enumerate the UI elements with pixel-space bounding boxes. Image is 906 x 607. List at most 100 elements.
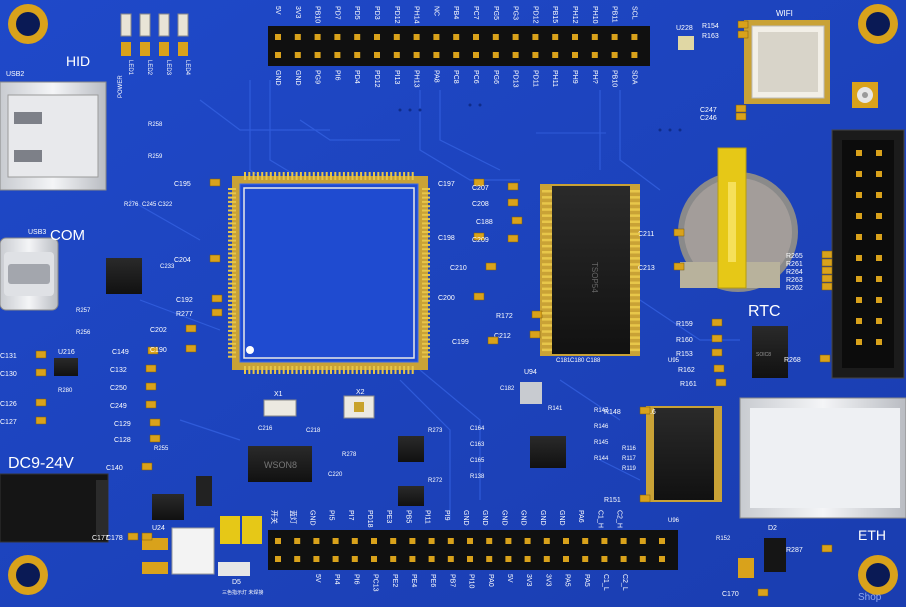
component-label: C190 — [150, 347, 167, 354]
resistor — [159, 42, 169, 56]
passive-pad — [821, 282, 833, 291]
header-pin — [447, 556, 454, 562]
component-label: C182 — [500, 386, 515, 392]
eth-transformer — [646, 406, 722, 502]
header-label: PE2 — [391, 574, 398, 587]
u228-label: U228 — [676, 25, 693, 32]
header-label: PA0 — [487, 574, 494, 587]
passive-pad — [821, 250, 833, 259]
antenna-connector — [852, 82, 878, 108]
component-label: R255 — [154, 446, 169, 452]
passive-pad — [639, 406, 651, 415]
crystals — [263, 395, 375, 419]
header-label: PD7 — [333, 6, 340, 20]
header-pin — [275, 556, 281, 562]
header-pin — [332, 556, 339, 562]
component-label: R119 — [622, 466, 637, 472]
header-label: PG9 — [314, 70, 321, 84]
l6-label: L6 — [648, 409, 656, 416]
wifi-label: WIFI — [776, 9, 793, 18]
bottom-pin-header — [268, 530, 678, 570]
component-label: R152 — [716, 536, 731, 542]
header-label: PD3 — [373, 6, 380, 20]
header-pin — [447, 538, 454, 544]
header-label: PB7 — [448, 574, 455, 587]
header-pin — [351, 556, 358, 562]
box-header-pin — [856, 171, 862, 177]
component-label: C127 — [0, 419, 17, 426]
component-label: R264 — [786, 269, 803, 276]
component-label: C249 — [110, 403, 127, 410]
component-label: R276 — [124, 202, 139, 208]
box-header-pin — [856, 213, 862, 219]
header-pin — [275, 52, 281, 58]
dc-label: DC9-24V — [8, 455, 74, 472]
tsop-label: TSOP54 — [590, 262, 599, 293]
header-pin — [351, 538, 358, 544]
header-pin — [393, 34, 400, 40]
component-label: C213 — [638, 265, 655, 272]
header-label: PH14 — [413, 6, 420, 24]
eth-label: ETH — [858, 527, 886, 543]
component-label: C132 — [110, 367, 127, 374]
header-pin — [582, 538, 589, 544]
via-clusters — [398, 103, 682, 146]
passive-pad — [715, 378, 727, 387]
header-pin — [413, 34, 420, 40]
passive-pad — [713, 364, 725, 373]
passive-pad — [821, 544, 833, 553]
header-pin — [572, 52, 578, 58]
passive-pad — [485, 262, 497, 271]
component-label: R273 — [428, 428, 443, 434]
passive-pad — [145, 364, 157, 373]
header-label: GND — [294, 70, 301, 86]
header-label: PB15 — [551, 6, 558, 23]
header-pin — [294, 34, 301, 40]
component-label: C131 — [0, 353, 17, 360]
component-label: C208 — [472, 201, 489, 208]
header-pin — [492, 52, 499, 58]
header-label: PB10 — [314, 6, 321, 23]
header-label: PH9 — [571, 70, 578, 84]
box-header-pin — [856, 255, 862, 261]
header-pin — [390, 556, 397, 562]
passive-pad — [673, 262, 685, 271]
passive-pad — [735, 104, 747, 113]
header-label: PI9 — [443, 510, 450, 521]
header-pin — [314, 34, 321, 40]
component-label: R147 — [594, 408, 609, 414]
power-label: POWER — [118, 75, 124, 98]
header-pin — [371, 538, 377, 544]
header-pin — [659, 538, 665, 544]
component-label: C180 — [570, 358, 585, 364]
passive-pad — [149, 418, 161, 427]
header-label: PB10 — [611, 70, 618, 87]
box-header-pin — [876, 276, 882, 282]
component-label: U95 — [668, 358, 680, 364]
component-label: C195 — [174, 181, 191, 188]
component-label: R144 — [594, 456, 609, 462]
ethernet-jack — [739, 397, 906, 519]
box-header-pin — [856, 318, 862, 324]
component-label: R268 — [784, 357, 801, 364]
header-pin — [620, 556, 627, 562]
header-pin — [532, 52, 539, 58]
component-label: R159 — [676, 321, 693, 328]
header-label: PG6 — [492, 70, 499, 84]
header-label: PH12 — [571, 6, 578, 24]
header-pin — [374, 34, 380, 40]
passive-pad — [821, 266, 833, 275]
component-label: R146 — [594, 424, 609, 430]
header-label: PC7 — [472, 6, 479, 20]
passive-pad — [737, 30, 749, 39]
component-label: C188 — [586, 358, 601, 364]
passive-pad — [145, 400, 157, 409]
component-label: C181 — [556, 358, 571, 364]
passive-pad — [141, 532, 153, 541]
box-header-pin — [876, 171, 882, 177]
header-label: PI6 — [333, 70, 340, 81]
header-pin — [492, 34, 499, 40]
